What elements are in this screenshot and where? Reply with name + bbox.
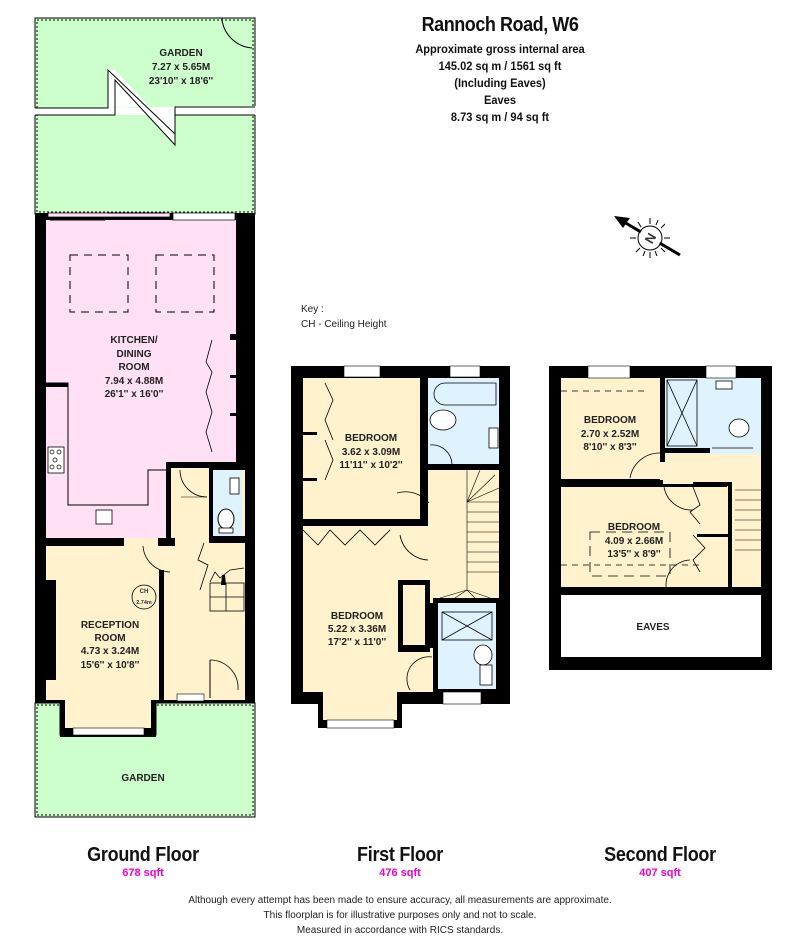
svg-text:2.74m: 2.74m: [136, 600, 152, 606]
floor-name: Ground Floor: [87, 844, 199, 866]
svg-text:7.94 x 4.88M: 7.94 x 4.88M: [105, 376, 163, 387]
total-area: 145.02 sq m / 1561 sq ft: [438, 59, 562, 73]
svg-text:7.27 x 5.65M: 7.27 x 5.65M: [152, 62, 210, 73]
header: Rannoch Road, W6 Approximate gross inter…: [400, 14, 600, 126]
svg-text:ROOM: ROOM: [94, 633, 125, 644]
first-floor-caption: First Floor 476 sqft: [320, 844, 480, 879]
floor-area: 678 sqft: [122, 867, 164, 879]
ground-floor-plan: CH 2.74m GARDEN 7.27 x 5.65M 23'10'' x 1…: [30, 17, 260, 818]
floor-area: 476 sqft: [379, 867, 421, 879]
svg-text:5.22 x 3.36M: 5.22 x 3.36M: [328, 624, 386, 635]
svg-text:11'11'' x 10'2'': 11'11'' x 10'2'': [339, 460, 402, 471]
disclaimer-line: Measured in accordance with RICS standar…: [296, 925, 504, 936]
disclaimer-line: Although every attempt has been made to …: [188, 895, 612, 906]
first-floor-plan: BEDROOM 3.62 x 3.09M 11'11'' x 10'2'' BE…: [291, 365, 510, 729]
svg-text:BEDROOM: BEDROOM: [331, 611, 383, 622]
svg-text:3.62 x 3.09M: 3.62 x 3.09M: [342, 447, 400, 458]
svg-text:RECEPTION: RECEPTION: [81, 620, 139, 631]
second-floor-caption: Second Floor 407 sqft: [570, 844, 750, 879]
svg-text:BEDROOM: BEDROOM: [584, 415, 636, 426]
svg-text:GARDEN: GARDEN: [159, 48, 202, 59]
floor-area: 407 sqft: [639, 867, 681, 879]
sink-icon: [95, 509, 113, 525]
svg-text:DINING: DINING: [117, 349, 152, 360]
reception-room: [46, 544, 159, 694]
svg-text:4.09 x 2.66M: 4.09 x 2.66M: [605, 536, 663, 547]
svg-text:13'5'' x 8'9'': 13'5'' x 8'9'': [607, 549, 660, 560]
floor-name: First Floor: [356, 844, 444, 866]
second-bedroom-1: [561, 378, 660, 479]
svg-text:23'10'' x 18'6'': 23'10'' x 18'6'': [149, 76, 213, 87]
svg-text:EAVES: EAVES: [636, 622, 669, 633]
svg-text:17'2'' x 11'0'': 17'2'' x 11'0'': [328, 637, 386, 648]
total-area-note: (Including Eaves): [454, 76, 546, 90]
disclaimer: Although every attempt has been made to …: [100, 893, 700, 938]
disclaimer-line: This floorplan is for illustrative purpo…: [263, 910, 537, 921]
key-legend: Key : CH - Ceiling Height: [301, 302, 387, 332]
svg-text:8'10'' x 8'3'': 8'10'' x 8'3'': [583, 442, 636, 453]
svg-text:GARDEN: GARDEN: [121, 773, 164, 784]
svg-text:KITCHEN/: KITCHEN/: [110, 335, 157, 346]
second-floor-plan: BEDROOM 2.70 x 2.52M 8'10'' x 8'3'' BEDR…: [549, 365, 772, 670]
svg-text:4.73 x 3.24M: 4.73 x 3.24M: [81, 646, 139, 657]
rear-garden-area: [34, 17, 256, 215]
svg-text:CH: CH: [140, 589, 149, 595]
svg-text:26'1'' x 16'0'': 26'1'' x 16'0'': [105, 389, 164, 400]
svg-text:BEDROOM: BEDROOM: [608, 522, 660, 533]
area-subtitle: Approximate gross internal area: [415, 42, 585, 56]
eaves-label: Eaves: [484, 93, 516, 107]
svg-text:BEDROOM: BEDROOM: [345, 433, 397, 444]
north-arrow-compass-icon: N: [614, 216, 681, 258]
svg-text:ROOM: ROOM: [118, 362, 149, 373]
floor-name: Second Floor: [604, 844, 716, 866]
second-shower-room: [665, 378, 761, 456]
svg-text:2.70 x 2.52M: 2.70 x 2.52M: [581, 429, 639, 440]
eaves-area: 8.73 sq m / 94 sq ft: [450, 110, 550, 124]
first-bedroom-1: [303, 378, 420, 519]
property-title: Rannoch Road, W6: [421, 14, 579, 36]
svg-text:15'6'' x 10'8'': 15'6'' x 10'8'': [81, 660, 140, 671]
key-title: Key :: [301, 304, 324, 315]
key-item: CH - Ceiling Height: [301, 319, 387, 330]
ground-floor-caption: Ground Floor 678 sqft: [63, 844, 223, 879]
eaves-area: [561, 595, 761, 657]
